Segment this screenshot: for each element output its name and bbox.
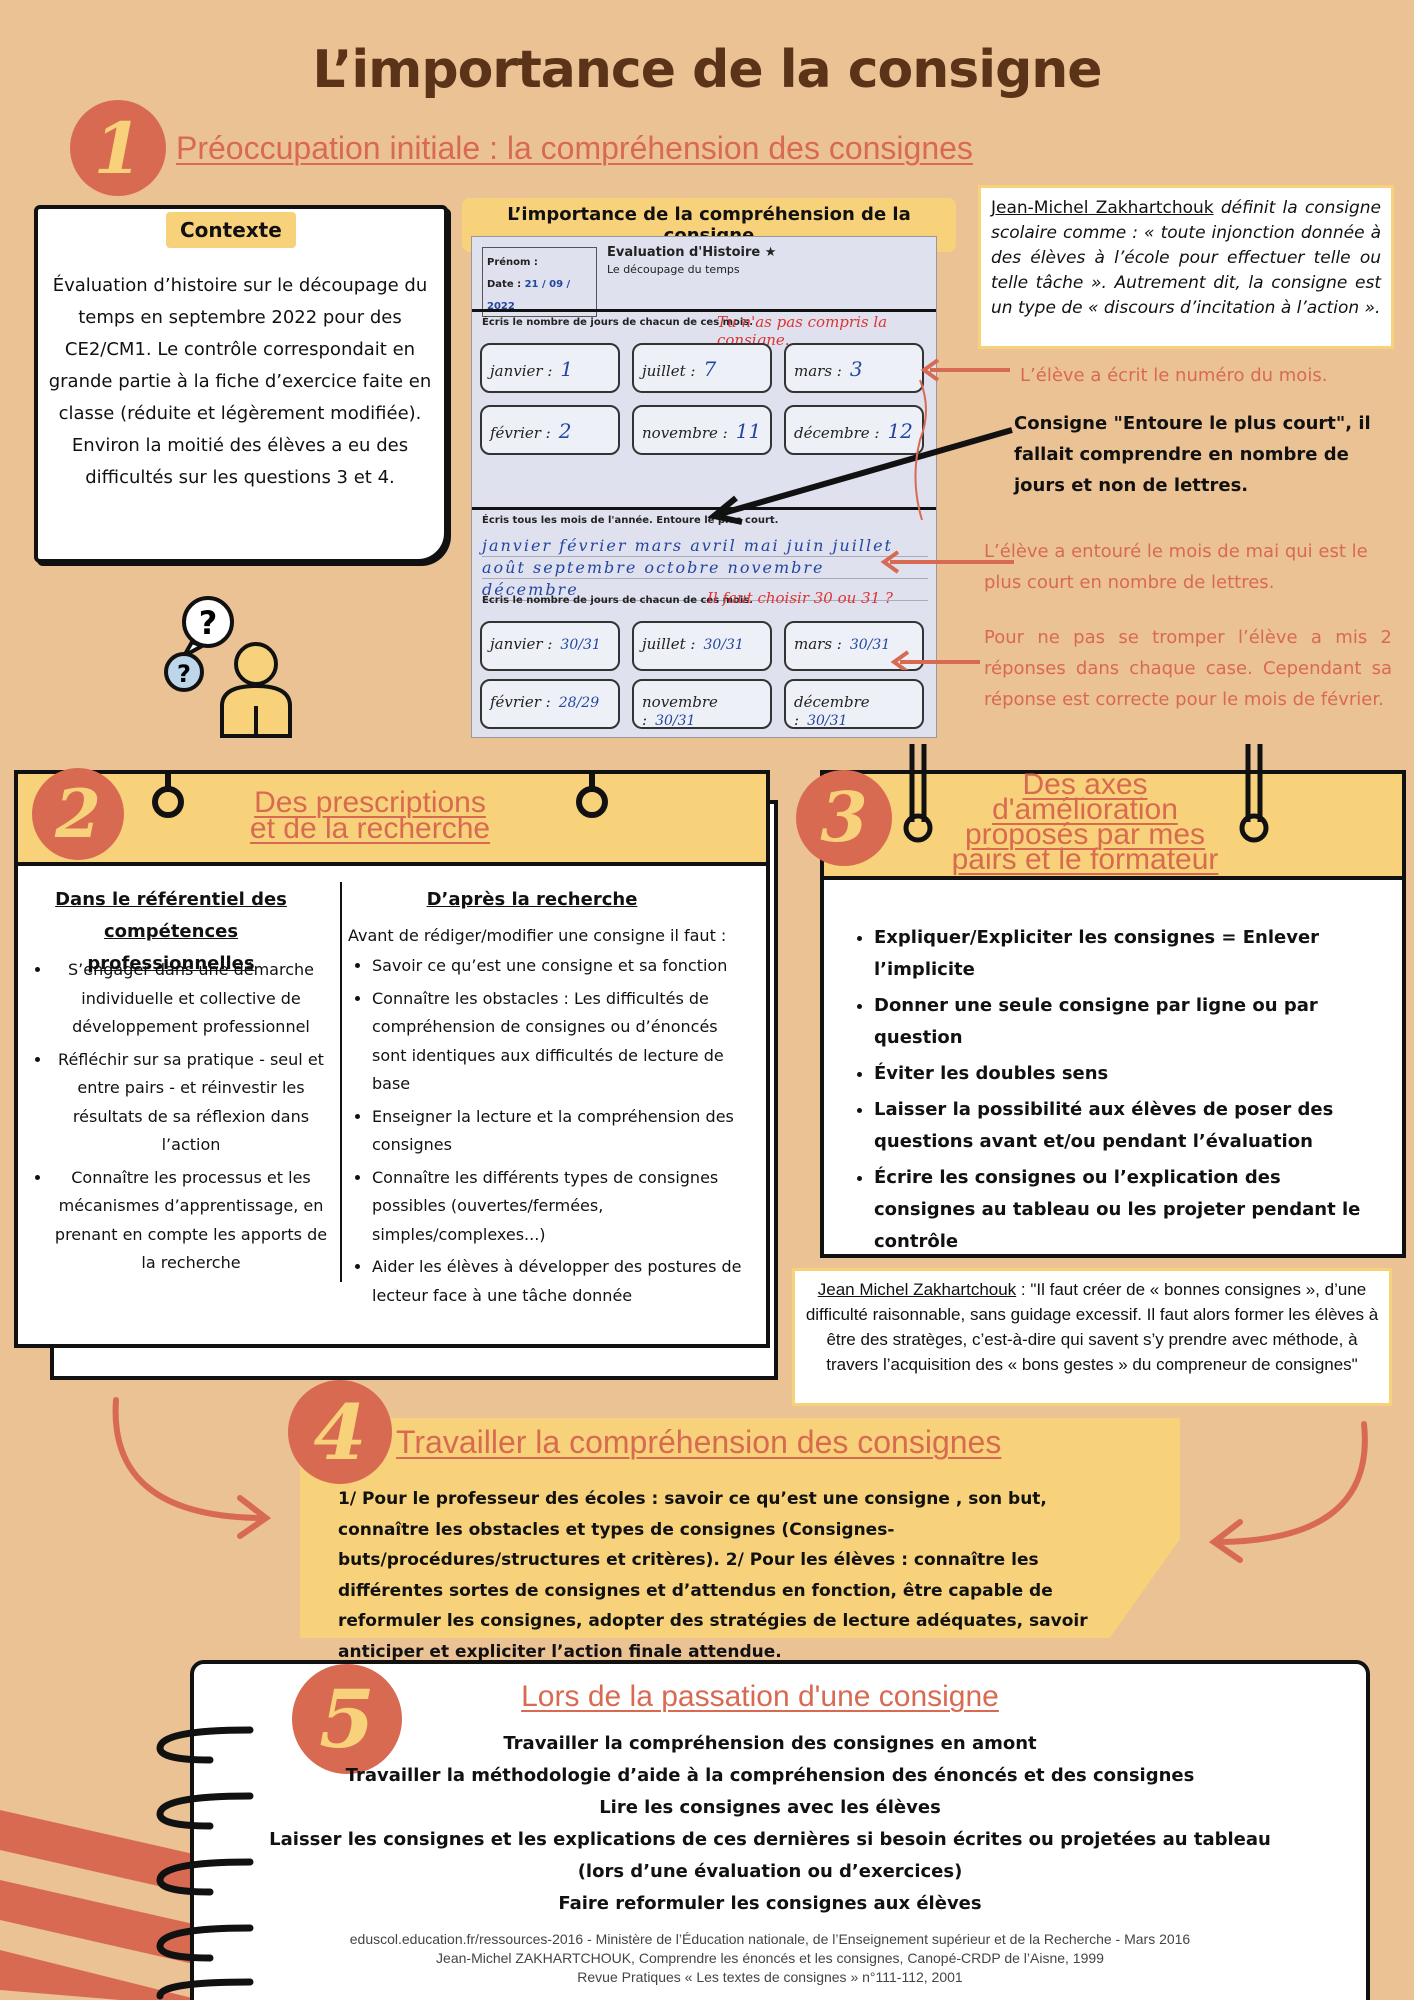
section-2-card <box>14 770 770 1348</box>
quote-author: Jean Michel Zakhartchouk <box>817 1280 1017 1299</box>
context-text: Évaluation d’histoire sur le découpage d… <box>48 275 432 488</box>
eval-header-title: Evaluation d'Histoire ★ <box>607 245 777 260</box>
col2-list: Savoir ce qu’est une consigne et sa fonc… <box>350 952 746 1314</box>
section-4-number: 4 <box>288 1380 392 1484</box>
annotation-consigne: Consigne "Entoure le plus court", il fal… <box>1014 413 1371 496</box>
section-5-number: 5 <box>292 1664 402 1774</box>
list-item: Écrire les consignes ou l’explication de… <box>874 1162 1372 1258</box>
evaluation-photo: Prénom :Date : 21 / 09 / 2022 Evaluation… <box>471 236 937 738</box>
list-item: Laisser les consignes et les explication… <box>269 1829 1271 1882</box>
list-item: Aider les élèves à développer des postur… <box>372 1253 746 1310</box>
section-3-header <box>824 774 1402 880</box>
list-item: Donner une seule consigne par ligne ou p… <box>874 990 1372 1054</box>
list-item: Faire reformuler les consignes aux élève… <box>558 1893 982 1914</box>
section-1-title: Préoccupation initiale : la compréhensio… <box>176 130 973 166</box>
col2-heading: D’après la recherche <box>426 889 638 910</box>
section-3-number: 3 <box>796 770 892 866</box>
eval-teacher-note-2: Il faut choisir 30 ou 31 ? <box>707 589 893 607</box>
list-item: Savoir ce qu’est une consigne et sa fonc… <box>372 952 746 981</box>
reference-line: Jean-Michel ZAKHARTCHOUK, Comprendre les… <box>436 1950 1104 1966</box>
improvement-list: Expliquer/Expliciter les consignes = Enl… <box>852 922 1372 1262</box>
context-card <box>34 205 448 563</box>
person-questions-icon: ? ? <box>164 596 292 738</box>
curved-arrow-left <box>112 1397 272 1539</box>
annotation-two-answers: Pour ne pas se tromper l’élève a mis 2 r… <box>984 627 1392 710</box>
section-4-title: Travailler la compréhension des consigne… <box>396 1424 1002 1460</box>
section-4-text: 1/ Pour le professeur des écoles : savoi… <box>338 1489 1088 1662</box>
eval-q4: Écris le nombre de jours de chacun de ce… <box>482 595 754 606</box>
clip-icons <box>152 770 608 818</box>
quote-author: Jean-Michel Zakhartchouk <box>991 198 1214 218</box>
col1-heading: Dans le référentiel des compétences prof… <box>55 889 287 974</box>
decorative-stripes <box>0 1810 220 2000</box>
col2-intro: Avant de rédiger/modifier une consigne i… <box>348 926 727 945</box>
curved-arrow-right <box>1208 1421 1368 1563</box>
list-item: Connaître les différents types de consig… <box>372 1164 746 1250</box>
eval-q1: Écris le nombre de jours de chacun de ce… <box>482 317 754 328</box>
list-item: Connaître les processus et les mécanisme… <box>52 1164 330 1278</box>
column-divider <box>340 882 342 1282</box>
section-1-number: 1 <box>70 100 166 196</box>
list-item: Expliquer/Expliciter les consignes = Enl… <box>874 922 1372 986</box>
eval-q3: Écris tous les mois de l'année. Entoure … <box>482 515 779 526</box>
quote-strategist: Jean Michel Zakhartchouk : "Il faut crée… <box>792 1268 1392 1406</box>
section-2-number: 2 <box>32 768 124 860</box>
svg-text:?: ? <box>199 604 218 642</box>
section-4-card <box>300 1418 1180 1638</box>
page-title: L’importance de la consigne <box>312 40 1102 100</box>
annotation-mai: L’élève a entouré le mois de mai qui est… <box>984 541 1368 593</box>
col1-list: S’engager dans une démarche individuelle… <box>30 956 330 1282</box>
references-footer: eduscol.education.fr/ressources-2016 - M… <box>250 1930 1290 1987</box>
section-5-list: Travailler la compréhension des consigne… <box>250 1728 1290 1920</box>
spiral-binding-icon <box>156 1726 254 2000</box>
reference-line: eduscol.education.fr/ressources-2016 - M… <box>349 1931 1191 1947</box>
list-item: Laisser la possibilité aux élèves de pos… <box>874 1094 1372 1158</box>
annotation-arrows <box>707 358 1014 670</box>
list-item: Réfléchir sur sa pratique - seul et entr… <box>52 1046 330 1160</box>
list-item: Travailler la compréhension des consigne… <box>503 1733 1037 1754</box>
annotation-month-number: L’élève a écrit le numéro du mois. <box>1020 365 1328 386</box>
quote-definition: Jean-Michel Zakhartchouk définit la cons… <box>978 185 1394 349</box>
eval-header-subtitle: Le découpage du temps <box>607 263 740 276</box>
list-item: Connaître les obstacles : Les difficulté… <box>372 985 746 1099</box>
list-item: Lire les consignes avec les élèves <box>599 1797 941 1818</box>
list-item: S’engager dans une démarche individuelle… <box>52 956 330 1042</box>
clip-icons <box>903 744 1269 843</box>
section-2-header <box>18 774 766 866</box>
context-label: Contexte <box>166 212 296 248</box>
eval-months: janvier février mars avril mai juin juil… <box>482 535 928 601</box>
list-item: Éviter les doubles sens <box>874 1058 1372 1090</box>
section-5-title: Lors de la passation d'une consigne <box>521 1680 999 1713</box>
list-item: Enseigner la lecture et la compréhension… <box>372 1103 746 1160</box>
list-item: Travailler la méthodologie d’aide à la c… <box>345 1765 1195 1786</box>
svg-text:?: ? <box>177 660 191 688</box>
reference-line: Revue Pratiques « Les textes de consigne… <box>577 1969 963 1985</box>
